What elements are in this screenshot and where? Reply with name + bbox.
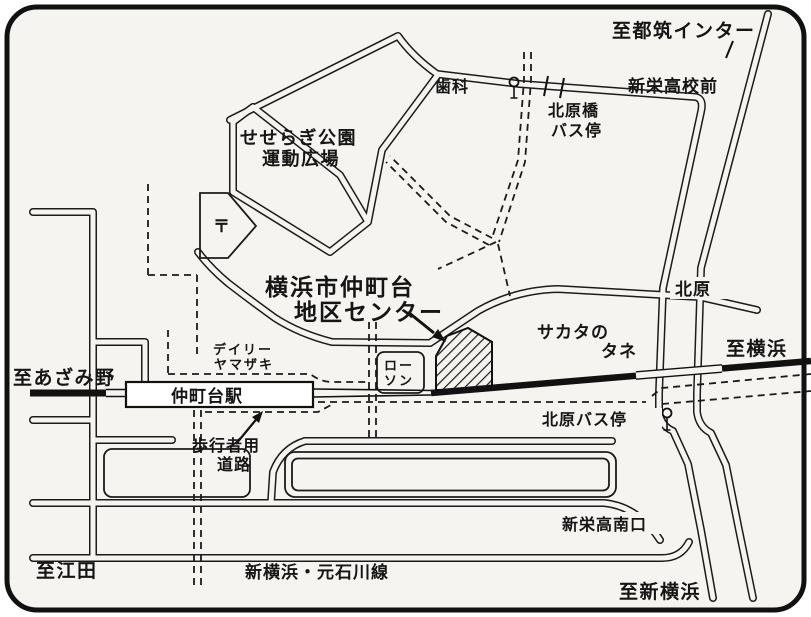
school-block-inner <box>291 457 610 492</box>
bus-stop-icon-kitaharabashi <box>508 76 520 99</box>
pedestrian-road-arrow <box>235 411 263 445</box>
bus-stop-icon-kitahara <box>661 407 673 431</box>
icons-and-arrows <box>235 40 734 445</box>
label-sakata-2: タネ <box>601 342 637 361</box>
railway-line <box>30 357 811 398</box>
label-shinei-hs-mae: 新栄高校前 <box>628 76 718 96</box>
label-lawson-2: ソン <box>384 373 414 388</box>
label-pedestrian-road-1: 歩行者用 <box>192 436 260 455</box>
label-seseragi-park-2: 運動広場 <box>262 148 340 169</box>
lawson-box <box>376 351 425 394</box>
label-kitahara: 北原 <box>675 280 711 299</box>
label-center-name-1: 横浜市仲町台 <box>265 274 415 300</box>
label-to-tsuzuki-inter: 至都筑インター <box>612 19 756 42</box>
label-center-name-2: 地区センター <box>294 299 444 325</box>
label-kitaharabashi-bus-1: 北原橋 <box>548 101 599 120</box>
buildings <box>103 192 617 498</box>
label-nakamachidai-station: 仲町台駅 <box>171 386 243 406</box>
label-daily-yamazaki-1: デイリー <box>213 342 273 357</box>
label-motoishikawa-line: 新横浜・元石川線 <box>245 562 389 582</box>
tsuzuki-leader-line <box>725 40 734 59</box>
label-shinei-minamiguchi: 新栄高南口 <box>562 515 647 534</box>
west-block <box>103 448 251 498</box>
district-center-building <box>435 326 493 391</box>
post-office-building <box>199 192 258 259</box>
label-to-eda: 至江田 <box>36 560 98 582</box>
label-kitahara-bus-stop: 北原バス停 <box>542 410 627 429</box>
label-daily-yamazaki-2: ヤマザキ <box>214 357 274 372</box>
label-backing <box>538 408 662 429</box>
pedestrian-paths <box>147 52 811 586</box>
label-seseragi-park-1: せせらぎ公園 <box>240 127 357 148</box>
label-lawson-1: ロー <box>384 358 414 373</box>
district-center-arrow <box>407 310 446 342</box>
label-backing <box>558 512 670 534</box>
label-kitaharabashi-bus-2: バス停 <box>551 121 602 140</box>
school-block-outer <box>284 451 617 498</box>
label-to-azamino: 至あざみ野 <box>13 366 116 389</box>
labels: 至都筑インター 新栄高校前 北原橋 バス停 歯科 せせらぎ公園 運動広場 〒 横… <box>13 19 788 603</box>
post-office-icon: 〒 <box>213 217 231 236</box>
label-to-shinyokohama: 至新横浜 <box>619 580 701 603</box>
label-dental-clinic: 歯科 <box>435 77 469 96</box>
label-to-yokohama: 至横浜 <box>726 337 788 360</box>
station-box <box>124 380 315 409</box>
label-sakata-1: サカタの <box>537 323 609 342</box>
label-pedestrian-road-2: 道路 <box>217 455 251 474</box>
bridge-ticks <box>543 75 565 99</box>
label-backing <box>670 277 732 299</box>
